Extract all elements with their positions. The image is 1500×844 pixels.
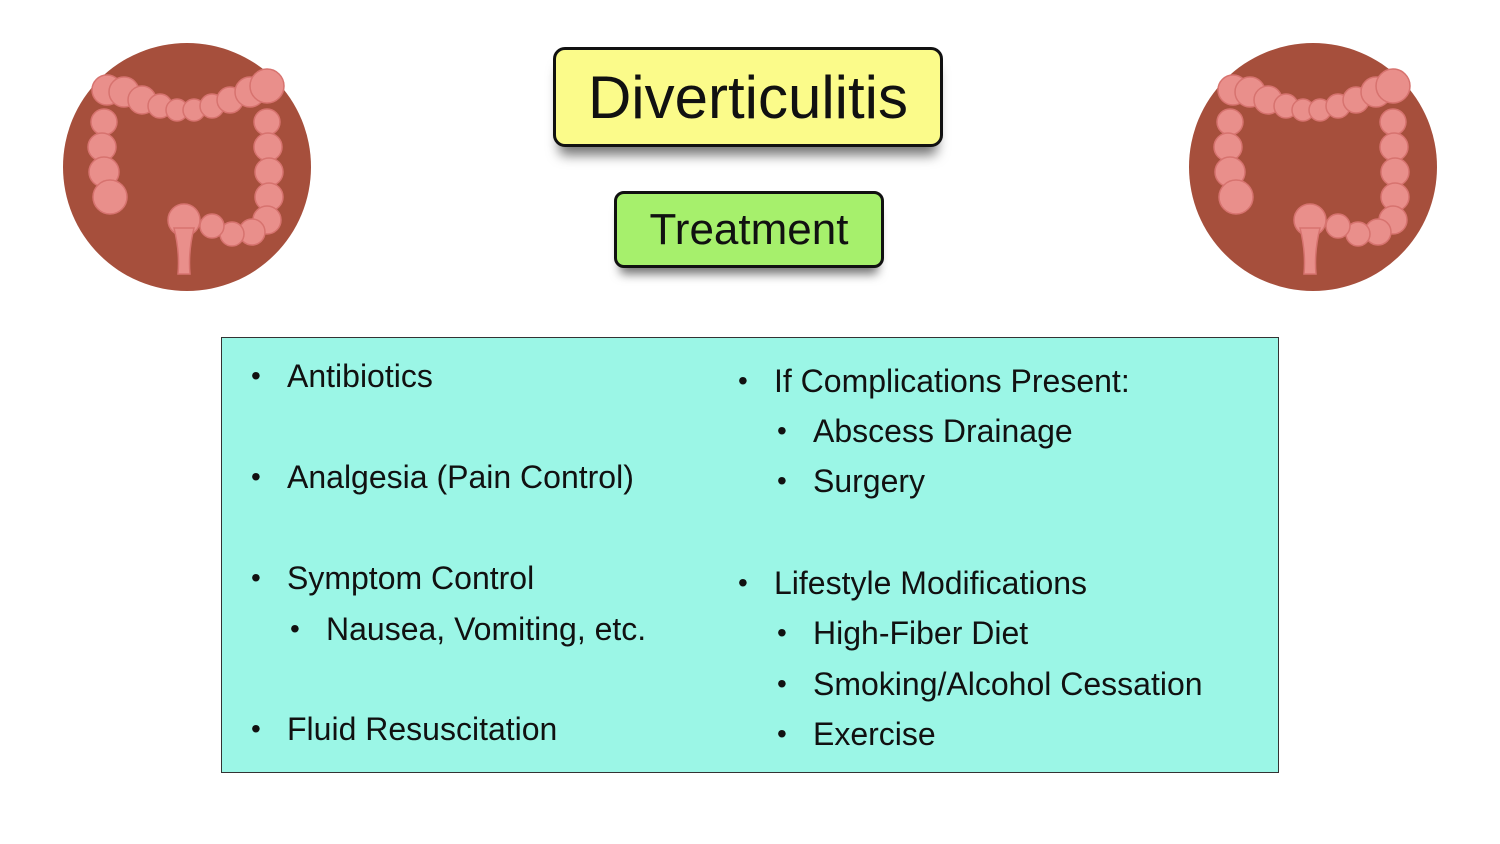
list-subitem: • Nausea, Vomiting, etc. [290,609,647,649]
bullet: • [290,613,300,644]
bullet: • [251,562,261,593]
bullet: • [251,360,261,391]
list-item-label: Nausea, Vomiting, etc. [326,611,647,647]
section-subtitle: Treatment [614,191,884,268]
list-item-label: Surgery [813,463,926,499]
list-subitem: • Smoking/Alcohol Cessation [777,664,1203,704]
list-subitem: • High-Fiber Diet [777,613,1029,653]
bullet: • [251,461,261,492]
list-item: • Antibiotics [251,356,433,396]
colon-icon [1189,43,1437,291]
list-item: • Analgesia (Pain Control) [251,457,634,497]
list-item-label: Abscess Drainage [813,413,1073,449]
list-item: • If Complications Present: [738,361,1130,401]
colon-icon [63,43,311,291]
list-subitem: • Abscess Drainage [777,411,1073,451]
list-item-label: High-Fiber Diet [813,615,1029,651]
list-item-label: Antibiotics [287,358,433,394]
list-item-label: Fluid Resuscitation [287,711,558,747]
list-item-label: If Complications Present: [774,363,1130,399]
bullet: • [777,718,787,749]
list-item-label: Exercise [813,716,936,752]
treatment-panel: • Antibiotics • Analgesia (Pain Control)… [221,337,1279,773]
list-item-label: Analgesia (Pain Control) [287,459,634,495]
bullet: • [738,567,748,598]
list-item-label: Symptom Control [287,560,535,596]
bullet: • [738,365,748,396]
bullet: • [777,465,787,496]
bullet: • [777,415,787,446]
bullet: • [777,668,787,699]
list-item: • Fluid Resuscitation [251,709,558,749]
bullet: • [251,713,261,744]
list-subitem: • Exercise [777,714,936,754]
list-item-label: Smoking/Alcohol Cessation [813,666,1203,702]
bullet: • [777,617,787,648]
list-item-label: Lifestyle Modifications [774,565,1088,601]
list-subitem: • Surgery [777,461,926,501]
page-title: Diverticulitis [553,47,943,147]
list-item: • Symptom Control [251,558,535,598]
list-item: • Lifestyle Modifications [738,563,1088,603]
